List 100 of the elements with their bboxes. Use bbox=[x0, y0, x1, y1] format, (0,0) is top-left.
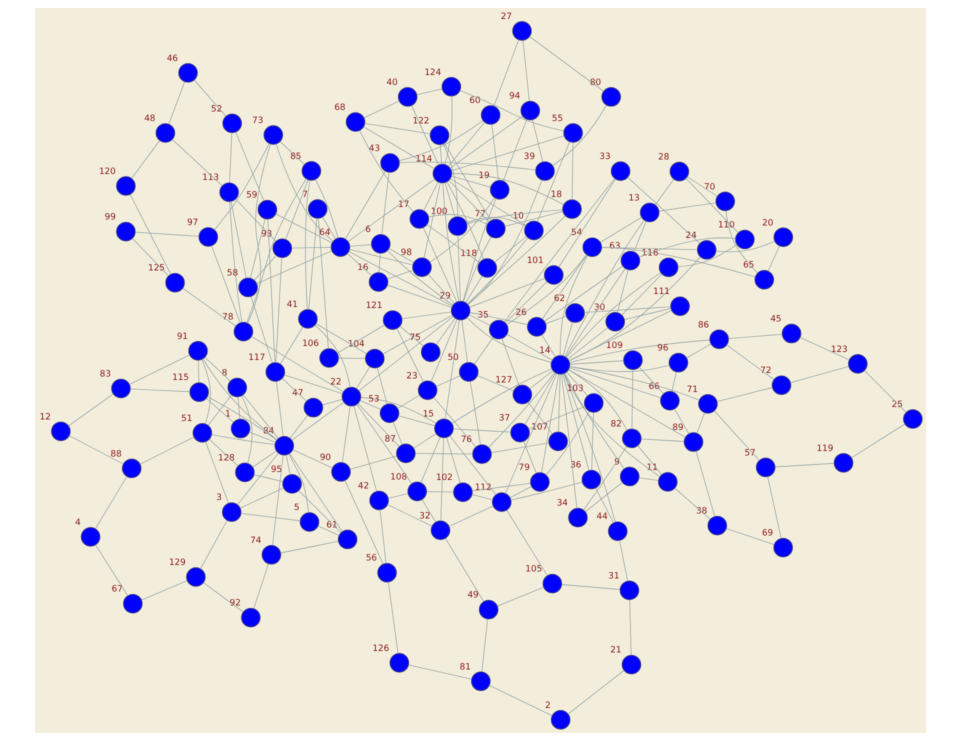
connector bbox=[696, 412, 705, 434]
node-label: 122 bbox=[412, 116, 430, 126]
connector bbox=[591, 412, 594, 470]
connector bbox=[446, 437, 461, 484]
connector bbox=[864, 370, 906, 413]
node-circle bbox=[773, 538, 793, 558]
connector bbox=[364, 100, 400, 118]
node-label: 80 bbox=[590, 78, 602, 88]
connector bbox=[569, 364, 670, 372]
node-circle bbox=[266, 362, 286, 382]
connector bbox=[364, 123, 431, 134]
connector bbox=[141, 580, 188, 600]
node-circle bbox=[222, 502, 242, 522]
connector bbox=[207, 396, 278, 440]
connector bbox=[502, 119, 528, 182]
connector bbox=[460, 90, 564, 132]
connector bbox=[558, 374, 560, 432]
node-label: 51 bbox=[181, 414, 192, 424]
node-label: 13 bbox=[628, 193, 640, 204]
connector bbox=[568, 256, 701, 362]
connector bbox=[442, 182, 460, 302]
connector bbox=[392, 422, 403, 445]
connector bbox=[468, 180, 542, 305]
connector bbox=[506, 334, 553, 361]
node-label: 76 bbox=[460, 435, 472, 446]
node-circle bbox=[565, 303, 585, 323]
node-circle bbox=[319, 348, 339, 368]
node-label: 22 bbox=[330, 378, 342, 388]
node-circle bbox=[550, 710, 570, 730]
node-circle bbox=[272, 238, 292, 258]
connector bbox=[638, 445, 662, 476]
node-label: 27 bbox=[500, 12, 512, 22]
connector bbox=[250, 296, 273, 364]
node-label: 93 bbox=[261, 229, 272, 240]
connector bbox=[359, 130, 414, 212]
connector bbox=[564, 372, 624, 469]
node-circle bbox=[756, 458, 776, 478]
connector bbox=[305, 180, 310, 310]
connector bbox=[430, 198, 495, 262]
node-circle bbox=[582, 237, 602, 257]
connector bbox=[537, 141, 570, 222]
node-label: 96 bbox=[657, 344, 668, 354]
node-circle bbox=[377, 562, 397, 582]
node-circle bbox=[512, 384, 532, 404]
connector bbox=[510, 482, 583, 500]
node-circle bbox=[471, 672, 491, 692]
connector bbox=[252, 450, 277, 468]
node-label: 125 bbox=[148, 264, 165, 274]
connector bbox=[235, 132, 264, 202]
node-circle bbox=[282, 474, 302, 494]
connector bbox=[465, 276, 483, 303]
connector bbox=[398, 162, 536, 170]
connector bbox=[436, 318, 456, 345]
connector bbox=[445, 538, 484, 602]
node-label: 115 bbox=[172, 373, 190, 384]
connector bbox=[360, 400, 382, 410]
node-circle bbox=[368, 272, 388, 292]
connector bbox=[542, 254, 588, 320]
node-circle bbox=[658, 258, 678, 278]
node-circle bbox=[165, 272, 185, 292]
connector bbox=[524, 372, 556, 425]
connector bbox=[290, 414, 308, 438]
node-label: 73 bbox=[252, 116, 264, 126]
connector bbox=[463, 236, 492, 302]
connector bbox=[449, 435, 496, 496]
connector bbox=[240, 488, 284, 509]
node-label: 71 bbox=[686, 384, 698, 395]
connector bbox=[443, 144, 458, 218]
connector bbox=[482, 618, 488, 672]
node-label: 101 bbox=[526, 256, 544, 266]
connector bbox=[246, 178, 307, 324]
node-label: 67 bbox=[112, 584, 123, 595]
connector bbox=[477, 375, 514, 392]
connector bbox=[564, 220, 645, 357]
node-circle bbox=[715, 192, 735, 212]
connector bbox=[474, 337, 494, 365]
connector bbox=[344, 170, 386, 240]
connector bbox=[291, 246, 332, 248]
connector bbox=[638, 238, 736, 258]
node-label: 66 bbox=[648, 382, 660, 392]
node-label: 78 bbox=[222, 312, 234, 323]
connector bbox=[130, 194, 172, 274]
connector bbox=[358, 403, 400, 447]
connector bbox=[350, 456, 398, 470]
connector bbox=[168, 81, 186, 124]
connector bbox=[687, 176, 718, 197]
connector bbox=[522, 40, 530, 102]
node-label: 123 bbox=[830, 344, 848, 355]
node-label: 55 bbox=[552, 114, 564, 124]
connector bbox=[202, 358, 278, 440]
node-circle bbox=[198, 227, 218, 247]
connector bbox=[399, 120, 484, 162]
node-circle bbox=[848, 354, 868, 374]
connector bbox=[562, 322, 573, 356]
node-circle bbox=[116, 176, 136, 196]
node-label: 37 bbox=[498, 414, 510, 424]
node-circle bbox=[122, 458, 142, 478]
connector bbox=[504, 211, 564, 227]
connector bbox=[240, 513, 301, 522]
connector bbox=[491, 124, 499, 181]
